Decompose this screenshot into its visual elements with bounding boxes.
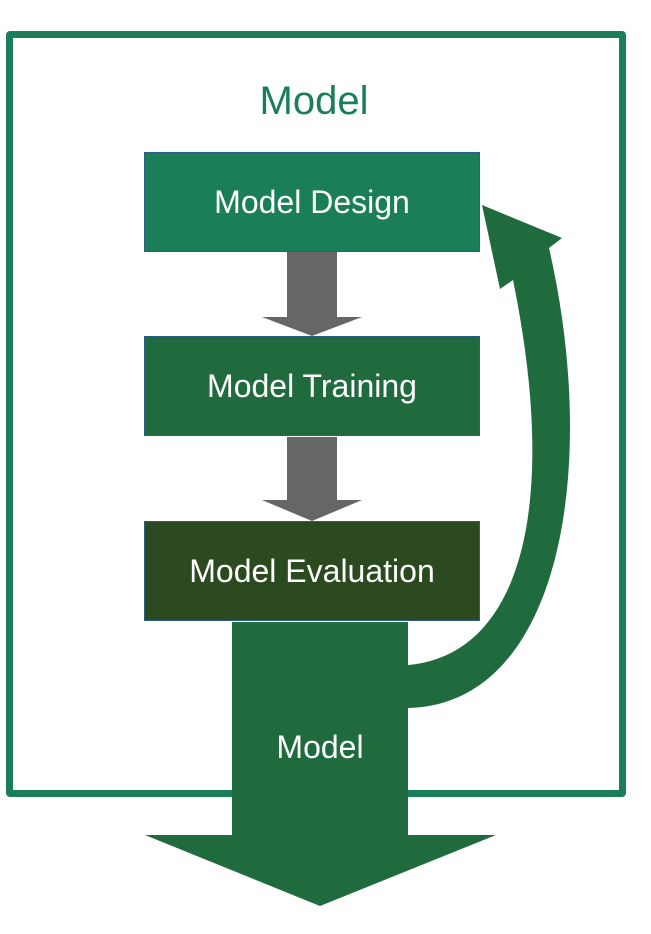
step-arrow-2 bbox=[262, 437, 362, 521]
stage-label: Model Training bbox=[207, 367, 417, 404]
stage-model-design: Model Design bbox=[144, 152, 480, 252]
stage-model-training: Model Training bbox=[144, 336, 480, 436]
frame-title: Model bbox=[259, 79, 369, 123]
output-arrow bbox=[145, 622, 496, 906]
stage-model-evaluation: Model Evaluation bbox=[144, 521, 480, 621]
output-label: Model bbox=[276, 729, 364, 765]
feedback-arrow bbox=[408, 205, 570, 708]
stage-label: Model Design bbox=[214, 183, 410, 220]
step-arrow-1 bbox=[262, 252, 362, 336]
stage-label: Model Evaluation bbox=[189, 552, 435, 589]
